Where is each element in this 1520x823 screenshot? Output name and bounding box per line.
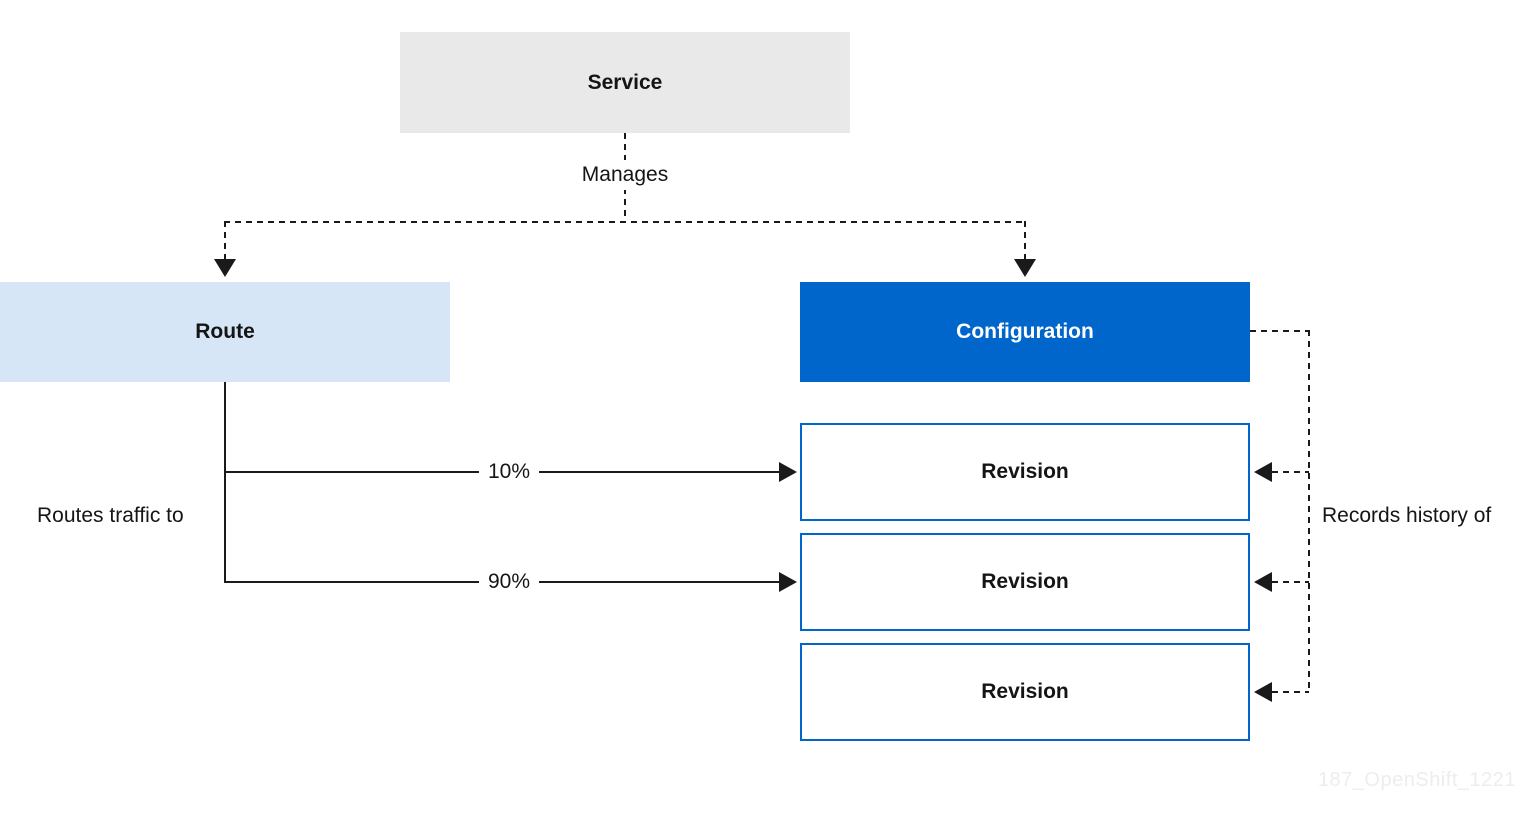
service-node-label: Service — [587, 70, 663, 94]
traffic-10-label: 10% — [478, 457, 540, 487]
revision-node-3: Revision — [800, 643, 1250, 741]
arrowhead-into-revision-2-right-icon — [1254, 572, 1272, 592]
arrowhead-into-revision-3-right-icon — [1254, 682, 1272, 702]
arrowhead-into-configuration-icon — [1014, 259, 1036, 277]
revision-node-2-label: Revision — [981, 570, 1069, 593]
manages-edge-label: Manages — [572, 160, 678, 190]
configuration-node: Configuration — [800, 282, 1250, 382]
revision-node-3-label: Revision — [981, 680, 1069, 703]
arrowhead-into-revision-2-icon — [779, 572, 797, 592]
arrowhead-into-route-icon — [214, 259, 236, 277]
traffic-90-label: 90% — [478, 567, 540, 597]
records-history-top-line — [1250, 330, 1310, 332]
route-traffic-trunk-line — [224, 382, 226, 583]
route-node-label: Route — [195, 320, 255, 343]
revision-node-2: Revision — [800, 533, 1250, 631]
records-history-vertical-line — [1308, 330, 1310, 692]
records-history-stub-3 — [1272, 691, 1309, 693]
branch-to-route-line — [224, 221, 226, 259]
records-history-stub-2 — [1272, 581, 1309, 583]
records-history-stub-1 — [1272, 471, 1309, 473]
records-history-label: Records history of — [1322, 504, 1492, 527]
configuration-node-label: Configuration — [956, 320, 1094, 343]
branch-to-configuration-line — [1024, 221, 1026, 259]
routes-traffic-label: Routes traffic to — [37, 504, 184, 527]
revision-node-1: Revision — [800, 423, 1250, 521]
revision-node-1-label: Revision — [981, 460, 1069, 483]
route-node: Route — [0, 282, 450, 382]
watermark-text: 187_OpenShift_1221 — [1317, 769, 1516, 791]
branch-connector-line — [224, 221, 1026, 223]
arrowhead-into-revision-1-icon — [779, 462, 797, 482]
service-node: Service — [400, 32, 850, 133]
arrowhead-into-revision-1-right-icon — [1254, 462, 1272, 482]
